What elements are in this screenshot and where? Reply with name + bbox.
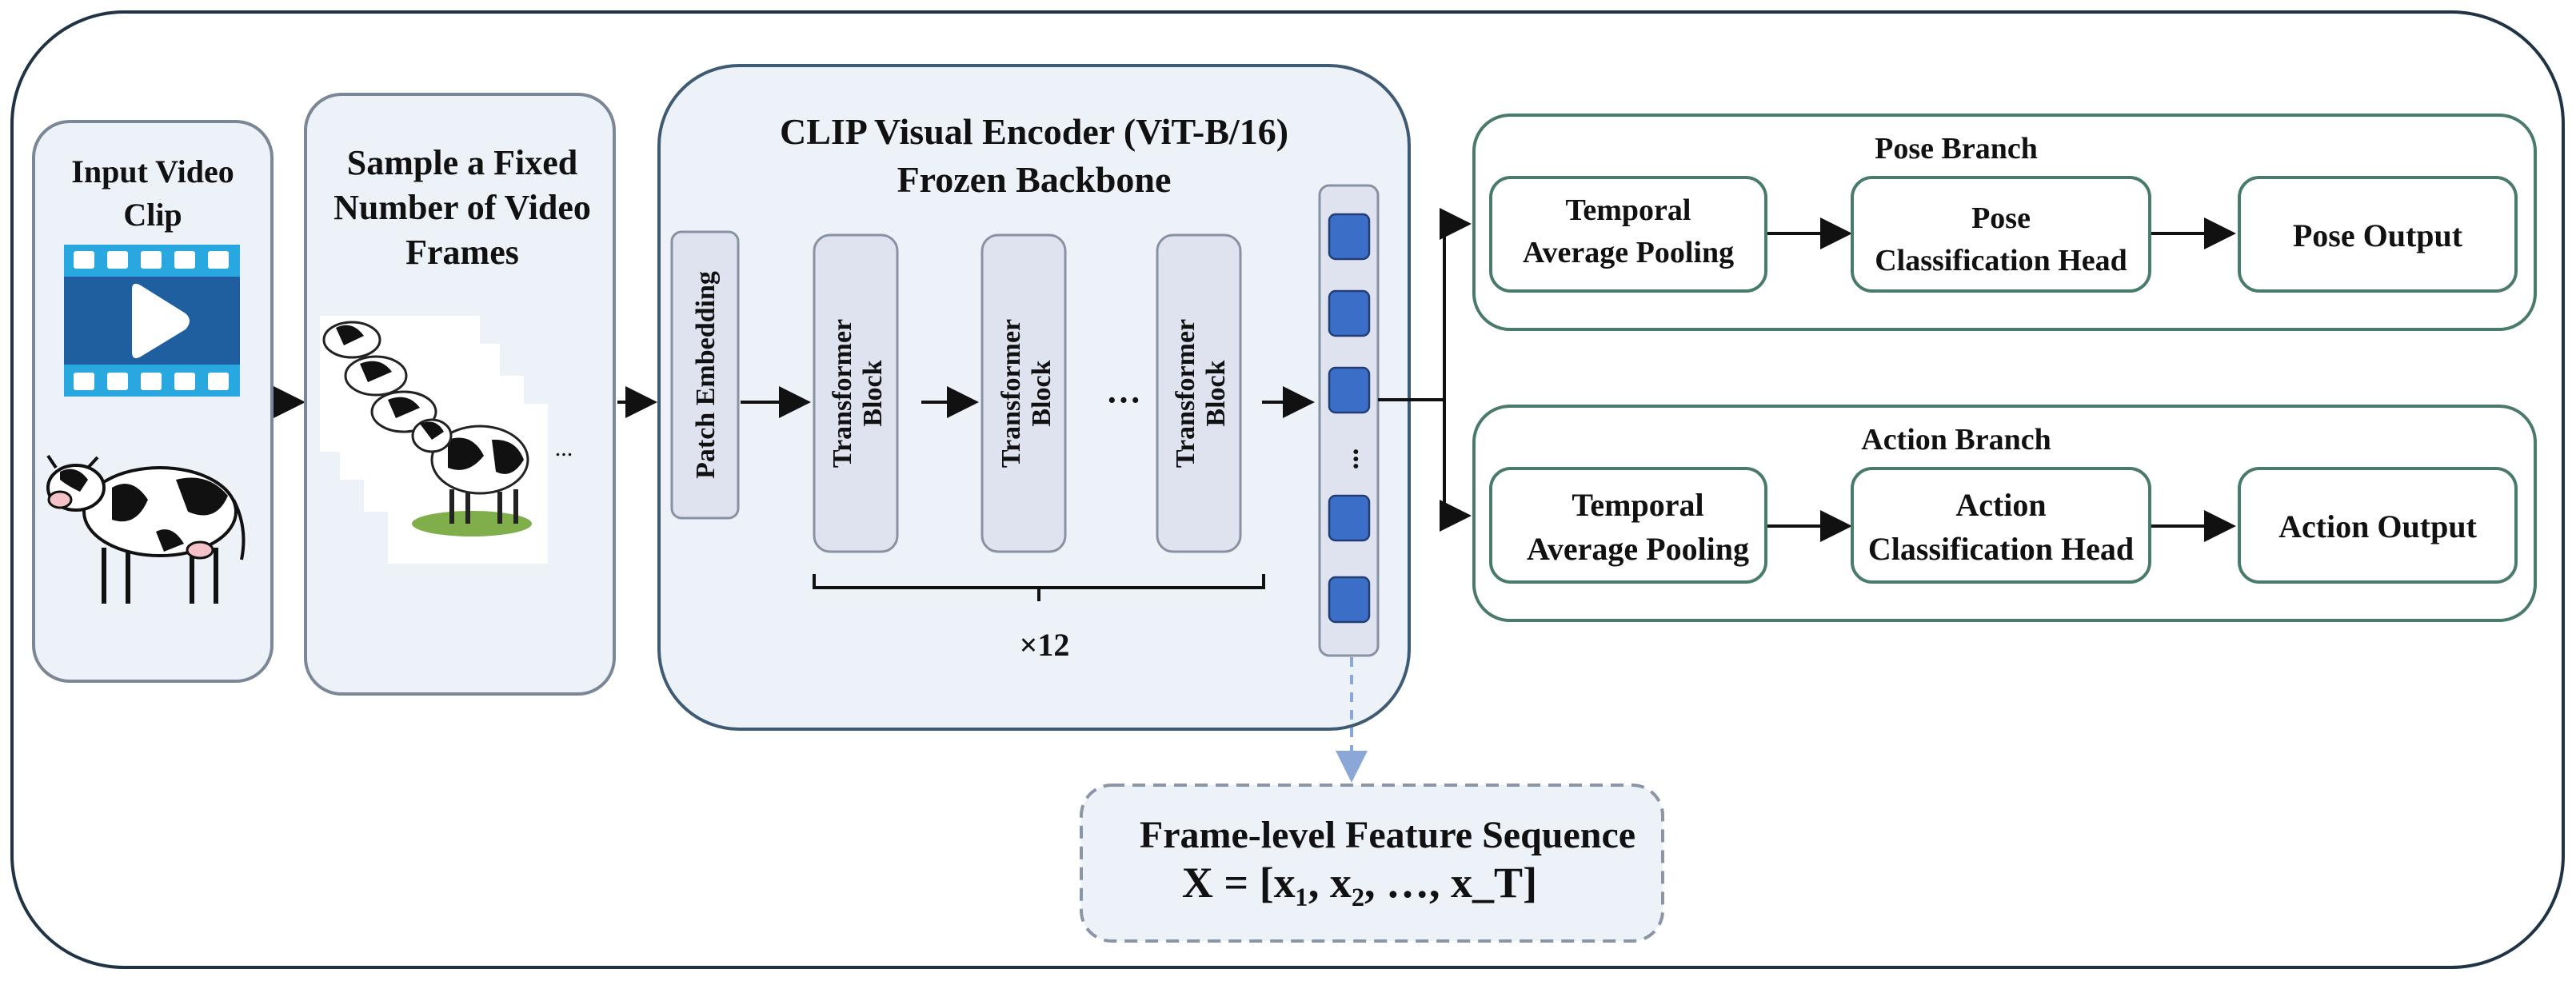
token-5	[1328, 576, 1371, 624]
cow-photo-3	[370, 390, 437, 433]
action-pooling-line1: Temporal	[1572, 487, 1703, 523]
feature-sequence-title: Frame-level Feature Sequence	[1140, 814, 1635, 856]
action-branch-title: Action Branch	[1861, 423, 2051, 457]
patch-embedding-block	[670, 230, 740, 520]
cow-photo-2	[344, 355, 408, 397]
pose-branch-panel: Pose Branch Temporal Average Pooling Pos…	[1472, 114, 2537, 331]
cow-photo-1	[322, 321, 381, 359]
token-2	[1328, 289, 1371, 337]
video-play-icon	[64, 245, 240, 397]
token-4	[1328, 494, 1371, 542]
cow-photo-main	[411, 418, 532, 536]
pose-pooling-box	[1489, 176, 1767, 293]
token-1	[1328, 213, 1371, 261]
cow-icon	[46, 454, 246, 604]
action-branch-panel: Action Branch Temporal Average Pooling A…	[1472, 405, 2537, 622]
transformer-block-1	[813, 233, 899, 553]
input-title-line1: Input Video	[71, 154, 234, 189]
pose-pooling-line2: Average Pooling	[1523, 236, 1734, 269]
pose-branch-title: Pose Branch	[1875, 132, 2038, 165]
sampled-frames-image	[320, 316, 548, 564]
feature-sequence-panel: Frame-level Feature Sequence X = [x₁, x₂…	[1080, 784, 1664, 943]
repeat-count-label: ×12	[1020, 627, 1070, 663]
input-video-panel: Input Video Clip	[32, 120, 274, 683]
blocks-ellipsis: ···	[1106, 381, 1141, 420]
transformer-block-2	[980, 233, 1067, 553]
transformer-block-3-line2: Block	[1201, 360, 1231, 426]
action-output-box	[2238, 467, 2518, 584]
action-head-line2: Classification Head	[1868, 531, 2134, 567]
sample-title-line1: Sample a Fixed	[347, 143, 577, 182]
sample-title-line2: Number of Video	[333, 188, 591, 227]
transformer-block-2-line1: Transformer	[996, 319, 1026, 468]
frames-ellipsis: ...	[555, 435, 573, 461]
transformer-block-2-line2: Block	[1027, 360, 1056, 426]
action-head-line1: Action	[1955, 487, 2046, 523]
input-title-line2: Clip	[123, 197, 182, 233]
pose-head-line2: Classification Head	[1875, 244, 2127, 277]
pose-head-box	[1851, 176, 2151, 293]
feature-sequence-formula: X = [x₁, x₂, …, x_T]	[1182, 859, 1537, 907]
clip-encoder-panel: CLIP Visual Encoder (ViT-B/16) Frozen Ba…	[657, 64, 1411, 731]
repeat-bracket	[813, 574, 1265, 601]
sample-frames-panel: Sample a Fixed Number of Video Frames	[304, 93, 616, 696]
patch-embedding-label: Patch Embedding	[691, 271, 721, 479]
action-head-box	[1851, 467, 2151, 584]
action-output-label: Action Output	[2278, 508, 2477, 544]
action-pooling-box	[1489, 467, 1767, 584]
branch-split-line	[1378, 224, 1446, 516]
transformer-block-1-line2: Block	[858, 360, 888, 426]
pose-head-line1: Pose	[1971, 201, 2031, 235]
pose-pooling-line1: Temporal	[1566, 193, 1691, 227]
encoder-title-line2: Frozen Backbone	[897, 159, 1172, 200]
pose-output-label: Pose Output	[2293, 217, 2463, 253]
pose-output-box	[2238, 176, 2518, 293]
transformer-block-3-line1: Transformer	[1171, 319, 1200, 468]
transformer-block-1-line1: Transformer	[828, 319, 857, 468]
encoder-title-line1: CLIP Visual Encoder (ViT-B/16)	[780, 111, 1288, 152]
action-pooling-line2: Average Pooling	[1527, 531, 1749, 567]
token-3	[1328, 366, 1371, 414]
sample-title-line3: Frames	[405, 233, 519, 272]
tokens-ellipsis: ...	[1332, 449, 1364, 470]
transformer-block-3	[1156, 233, 1242, 553]
